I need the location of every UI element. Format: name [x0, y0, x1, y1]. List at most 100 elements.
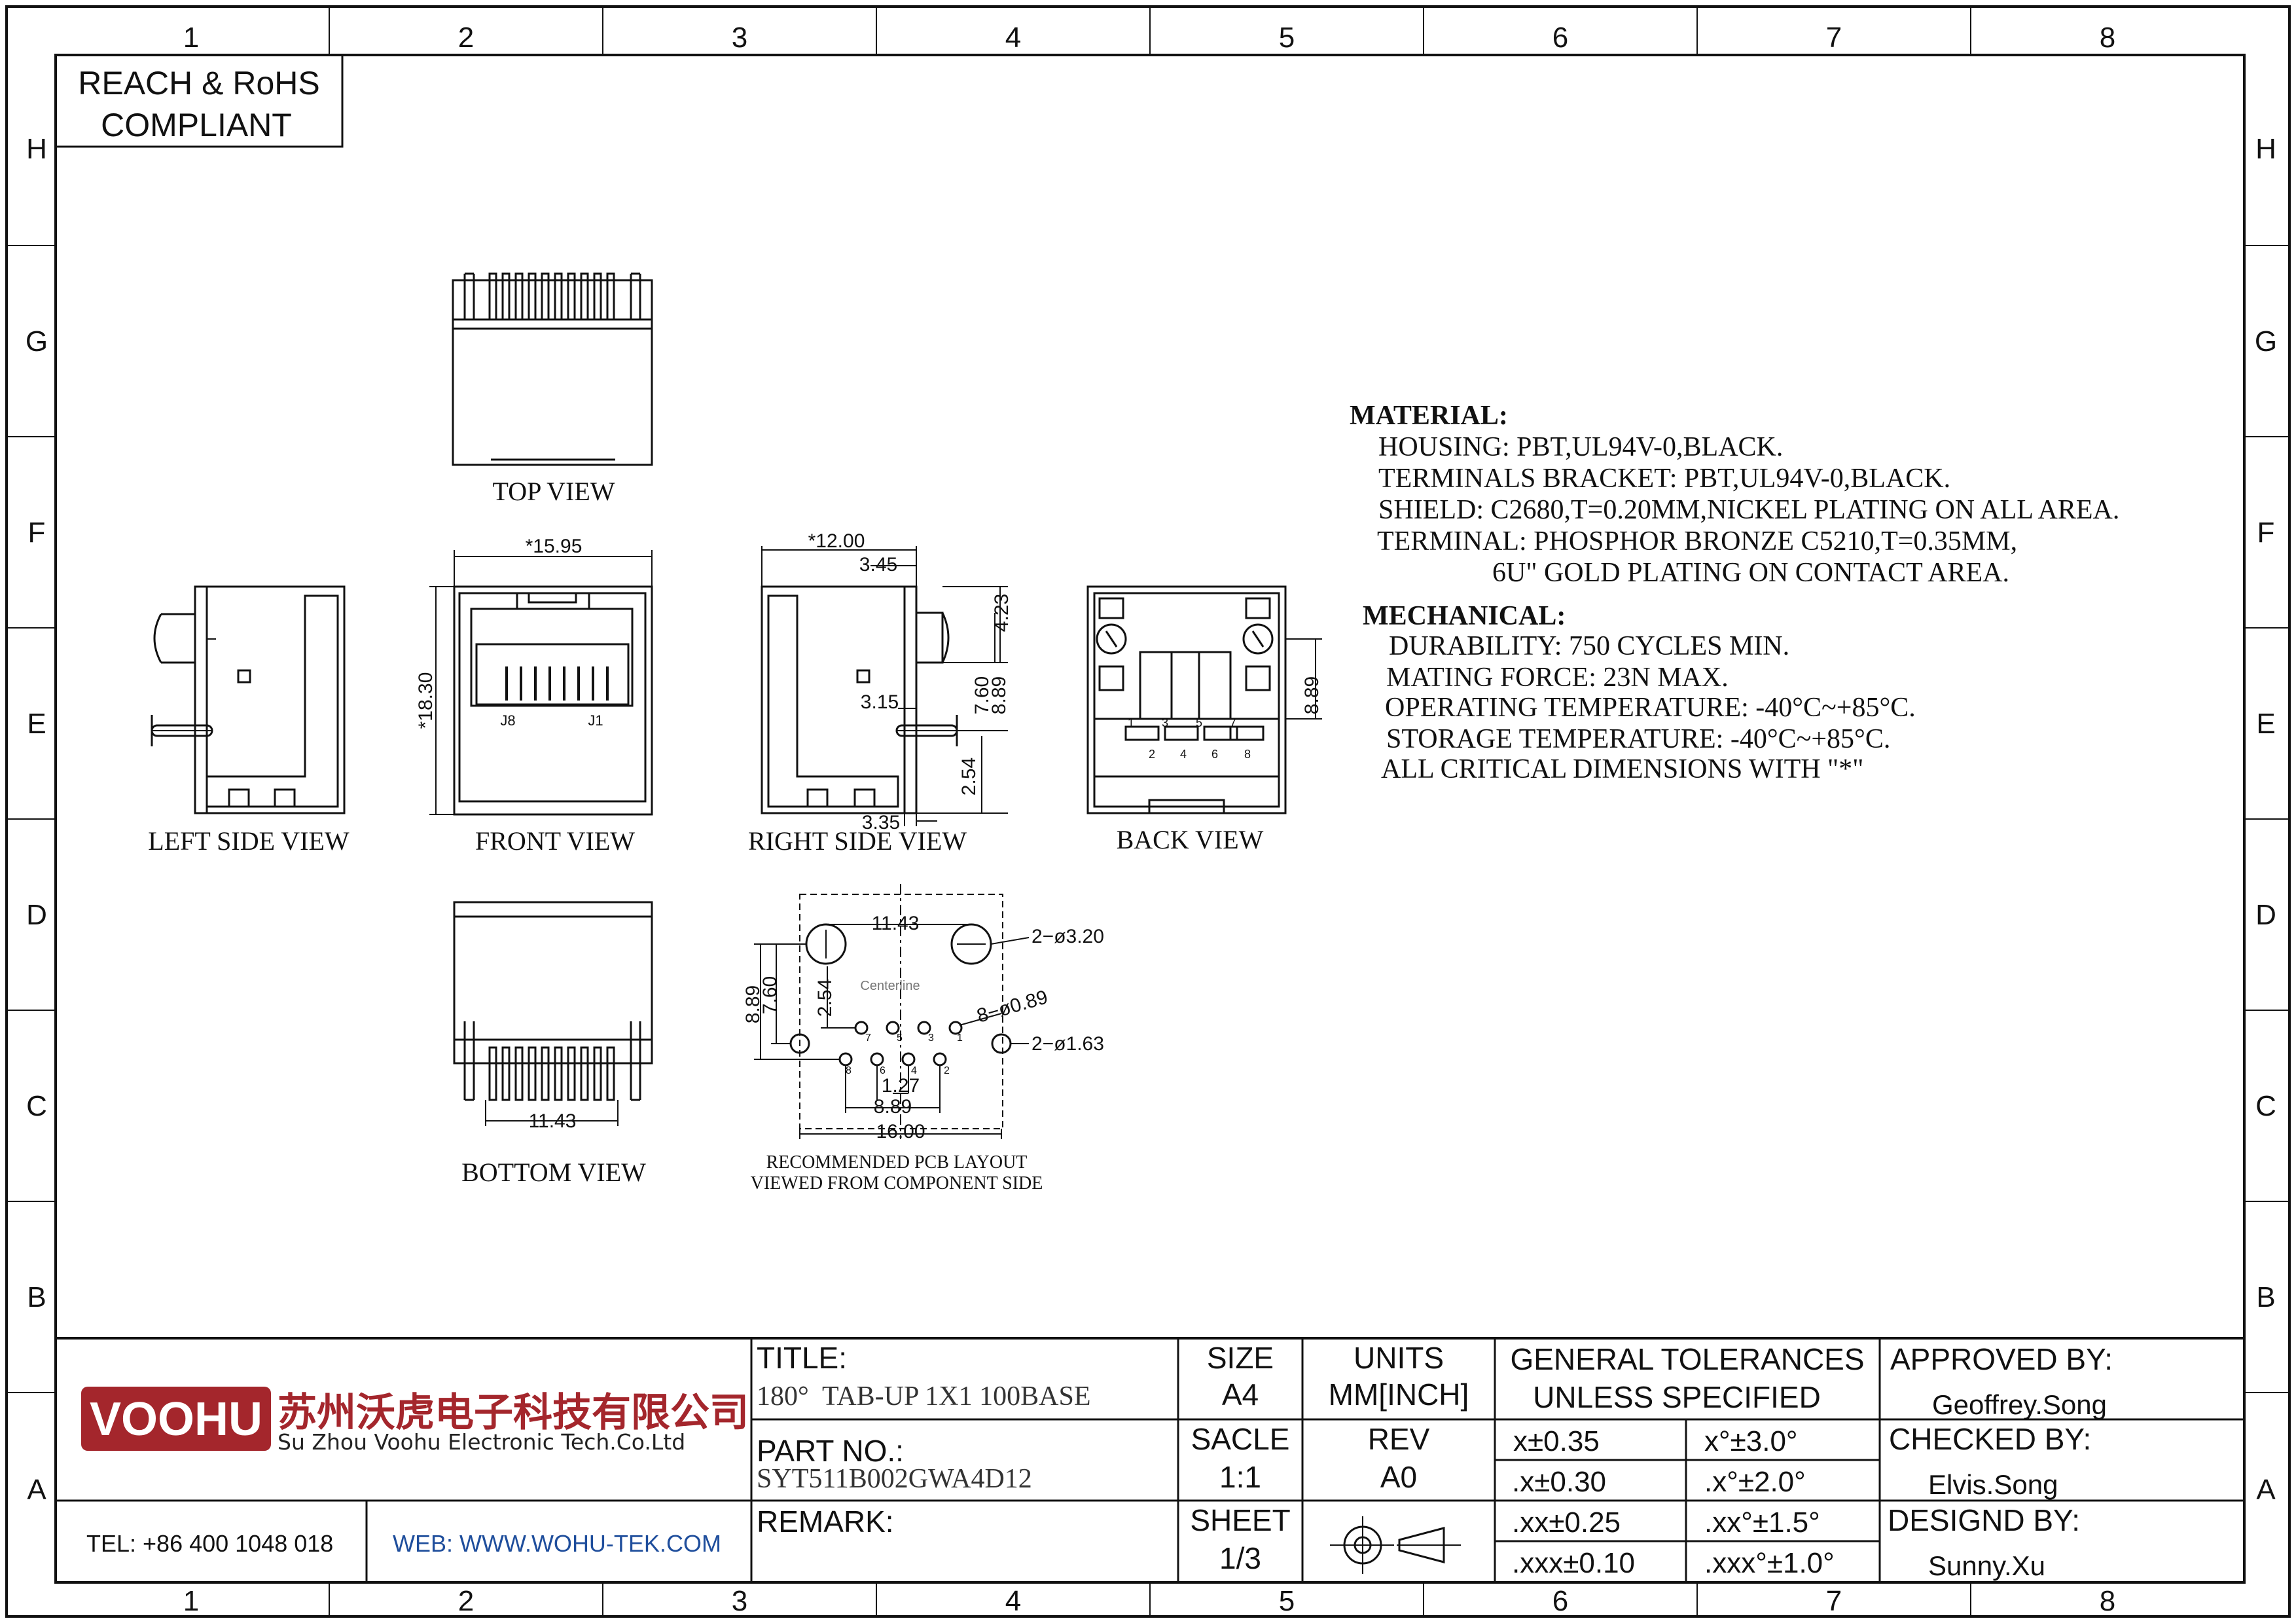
- dim-right-889: 8.89: [988, 676, 1010, 714]
- top-view-label: TOP VIEW: [492, 477, 615, 506]
- tol-heading-1: GENERAL TOLERANCES: [1510, 1342, 1864, 1376]
- bottom-view: 11.43 BOTTOM VIEW: [453, 901, 653, 1187]
- checked-value: Elvis.Song: [1928, 1469, 2058, 1500]
- row-label: C: [26, 1090, 47, 1122]
- part-value: SYT511B002GWA4D12: [757, 1464, 1032, 1494]
- back-pin: 2: [1149, 748, 1155, 761]
- material-line: TERMINALS BRACKET: PBT,UL94V-0,BLACK.: [1378, 464, 1950, 494]
- col-label: 8: [2100, 1585, 2115, 1617]
- designed-value: Sunny.Xu: [1928, 1550, 2045, 1581]
- company-logo: VOOHU: [90, 1393, 262, 1446]
- col-label: 1: [183, 1585, 199, 1617]
- company-name-cn: 苏州沃虎电子科技有限公司: [278, 1390, 749, 1436]
- frame-labels: 1 2 3 4 5 6 7 8 1 2 3 4 5 6 7 8 H G F E …: [26, 22, 2277, 1617]
- material-line: HOUSING: PBT,UL94V-0,BLACK.: [1378, 432, 1783, 462]
- front-view: *15.95 *18.30 J8 J1 FRONT VIEW: [415, 536, 653, 856]
- left-side-view: LEFT SIDE VIEW: [148, 585, 350, 856]
- tol-linear: .x±0.30: [1512, 1466, 1606, 1498]
- col-label: 6: [1552, 1585, 1568, 1617]
- mechanical-line: DURABILITY: 750 CYCLES MIN.: [1389, 631, 1789, 661]
- row-label: H: [2255, 133, 2276, 165]
- dim-back-889: 8.89: [1301, 676, 1323, 714]
- pcb-pin: 3: [928, 1032, 934, 1044]
- row-label: A: [2256, 1474, 2276, 1506]
- tol-linear: .xx±0.25: [1512, 1506, 1621, 1539]
- pcb-layout: 11.43 2−ø3.20 8−ø0.89 2−ø1.63 Centerline…: [742, 884, 1104, 1194]
- compliance-line1: REACH & RoHS: [78, 65, 320, 101]
- dim-pcb-889-bottom: 8.89: [874, 1096, 912, 1118]
- pcb-pin: 6: [880, 1065, 886, 1076]
- company-name-en: Su Zhou Voohu Electronic Tech.Co.Ltd: [278, 1429, 685, 1455]
- mechanical-line: OPERATING TEMPERATURE: -40°C~+85°C.: [1385, 693, 1916, 723]
- tol-angular: .xxx°±1.0°: [1704, 1547, 1835, 1579]
- sheet-value: 1/3: [1219, 1541, 1261, 1575]
- dim-right-254: 2.54: [958, 757, 980, 795]
- pcb-pin: 1: [957, 1032, 963, 1044]
- title-block: VOOHU 苏州沃虎电子科技有限公司 Su Zhou Voohu Electro…: [56, 1337, 2244, 1582]
- dim-front-height: *18.30: [415, 672, 437, 729]
- dim-pcb-1143: 11.43: [872, 913, 920, 934]
- back-pin: 8: [1244, 748, 1251, 761]
- jack-j8: J8: [500, 712, 515, 729]
- row-label: D: [26, 899, 47, 931]
- left-view-label: LEFT SIDE VIEW: [148, 826, 350, 856]
- pcb-pin: 2: [944, 1065, 950, 1076]
- dim-pcb-889: 8.89: [742, 985, 764, 1023]
- material-line: SHIELD: C2680,T=0.20MM,NICKEL PLATING ON…: [1378, 495, 2119, 525]
- tol-angular: .x°±2.0°: [1704, 1466, 1806, 1498]
- col-label: 7: [1826, 22, 1842, 54]
- tol-linear: x±0.35: [1513, 1425, 1600, 1457]
- dim-right-335: 3.35: [862, 812, 900, 833]
- col-label: 4: [1005, 22, 1021, 54]
- col-label: 7: [1826, 1585, 1842, 1617]
- row-label: B: [2256, 1281, 2275, 1313]
- col-label: 5: [1279, 1585, 1295, 1617]
- specifications: MATERIAL: HOUSING: PBT,UL94V-0,BLACK. TE…: [1350, 401, 2119, 784]
- pcb-pin: 5: [897, 1032, 903, 1044]
- col-label: 1: [183, 22, 199, 54]
- col-label: 4: [1005, 1585, 1021, 1617]
- back-pin: 4: [1180, 748, 1187, 761]
- row-label: B: [27, 1281, 46, 1313]
- tol-linear: .xxx±0.10: [1512, 1547, 1635, 1579]
- checked-label: CHECKED BY:: [1889, 1422, 2091, 1456]
- dim-pcb-254: 2.54: [814, 979, 836, 1017]
- sheet-label: SHEET: [1190, 1503, 1290, 1537]
- bottom-view-label: BOTTOM VIEW: [461, 1158, 646, 1187]
- remark-label: REMARK:: [757, 1504, 894, 1539]
- row-label: A: [27, 1474, 46, 1506]
- scale-value: 1:1: [1219, 1460, 1261, 1494]
- row-label: H: [26, 133, 47, 165]
- jack-j1: J1: [588, 712, 603, 729]
- units-label: UNITS: [1354, 1341, 1444, 1375]
- dim-pcb-hole-big: 2−ø3.20: [1031, 926, 1104, 947]
- dim-pcb-hole-small: 8−ø0.89: [975, 986, 1050, 1027]
- units-value: MM[INCH]: [1329, 1377, 1469, 1412]
- back-view: 1 3 5 7 2 4 6 8 8.89 BACK VIEW: [1086, 585, 1323, 854]
- col-label: 6: [1552, 22, 1568, 54]
- col-label: 8: [2100, 22, 2115, 54]
- back-pin: 7: [1230, 716, 1236, 729]
- pcb-caption-line1: RECOMMENDED PCB LAYOUT: [766, 1152, 1028, 1173]
- pcb-pin: 7: [865, 1032, 871, 1044]
- right-side-view: *12.00 3.45 4.23 7.60 8.89 3.15 2.54 3.3…: [748, 530, 1013, 856]
- rev-value: A0: [1380, 1460, 1417, 1494]
- designed-label: DESIGND BY:: [1888, 1503, 2080, 1537]
- company-tel: TEL: +86 400 1048 018: [86, 1530, 333, 1557]
- tol-angular: .xx°±1.5°: [1704, 1506, 1820, 1539]
- row-label: F: [2257, 517, 2275, 549]
- row-label: E: [2256, 708, 2275, 740]
- mechanical-line: STORAGE TEMPERATURE: -40°C~+85°C.: [1386, 724, 1890, 754]
- title-value: 180° TAB-UP 1X1 100BASE: [757, 1381, 1090, 1412]
- mechanical-heading: MECHANICAL:: [1363, 601, 1566, 631]
- dim-right-423: 4.23: [991, 594, 1013, 632]
- back-pin: 6: [1211, 748, 1218, 761]
- tol-angular: x°±3.0°: [1704, 1425, 1798, 1457]
- row-label: F: [28, 517, 46, 549]
- dim-bottom-1143: 11.43: [529, 1110, 577, 1132]
- material-line: 6U" GOLD PLATING ON CONTACT AREA.: [1492, 558, 2009, 588]
- material-heading: MATERIAL:: [1350, 401, 1508, 431]
- dim-front-width: *15.95: [526, 536, 583, 557]
- back-view-label: BACK VIEW: [1117, 825, 1264, 854]
- col-label: 5: [1279, 22, 1295, 54]
